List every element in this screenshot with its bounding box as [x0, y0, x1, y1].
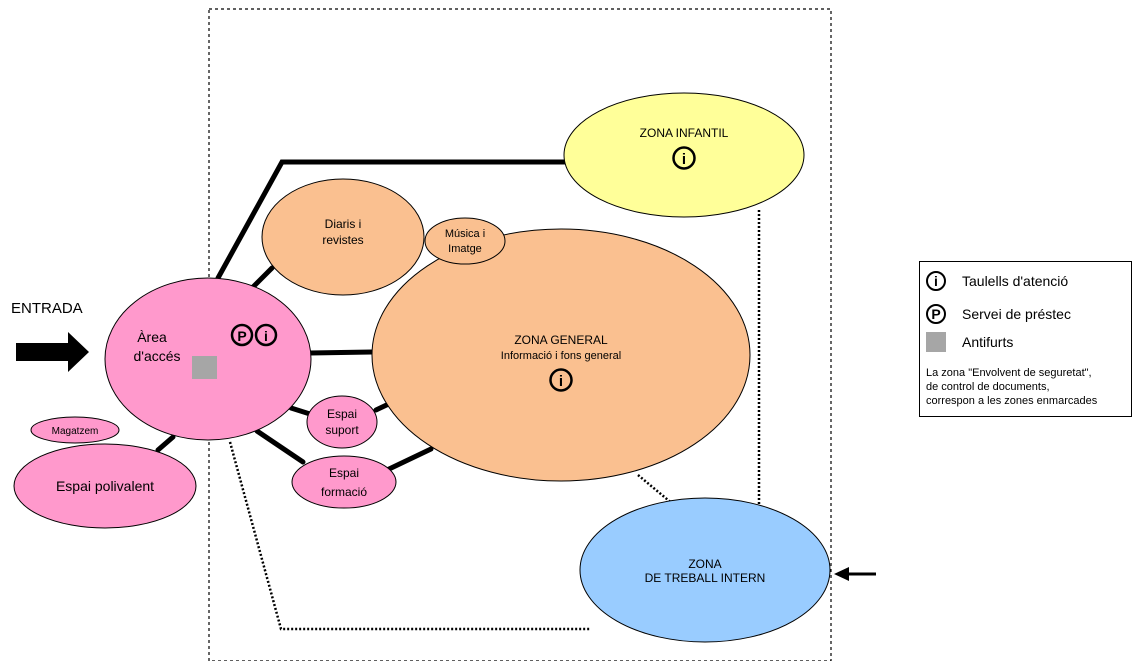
polivalent-label: Espai polivalent: [56, 478, 154, 494]
info-icon-glyph: i: [682, 151, 686, 168]
legend-row-antitheft: Antifurts: [926, 331, 1013, 353]
info-icon-glyph: i: [559, 373, 563, 390]
espai-suport-node: Espai suport: [306, 395, 378, 449]
espai-formacio-ellipse: [291, 455, 397, 509]
espai-formacio-node: Espai formació: [291, 455, 397, 509]
line-acces-diaris: [249, 265, 275, 291]
zona-general-ellipse: [371, 228, 751, 482]
line-acces-infantil: [215, 159, 571, 281]
line-acces-general: [307, 349, 375, 356]
line-acces-formacio: [254, 428, 306, 465]
legend-note: La zona "Envolvent de seguretat", de con…: [926, 366, 1131, 408]
area-acces-line1: Àrea: [137, 329, 167, 345]
dotted-acces-intern: [228, 441, 590, 631]
legend-note-line2: de control de documents,: [926, 381, 1050, 393]
loan-icon: P: [926, 304, 946, 324]
line-formacio-general: [384, 446, 434, 473]
musica-imatge-ellipse: [424, 217, 506, 265]
legend-label-info: Taulells d'atenció: [962, 273, 1069, 289]
legend-note-line1: La zona "Envolvent de seguretat",: [926, 367, 1092, 379]
diaris-label-line2: revistes: [322, 233, 363, 247]
legend-label-loan: Servei de préstec: [962, 306, 1071, 322]
loan-icon-glyph: P: [237, 328, 246, 344]
entrance-arrow-icon: [16, 332, 89, 372]
info-icon: [672, 146, 696, 170]
zona-infantil-node: ZONA INFANTIL i: [563, 92, 805, 218]
suport-label-line2: suport: [325, 423, 359, 437]
musica-label-line1: Música i: [445, 228, 485, 240]
intern-label-line1: ZONA: [688, 557, 721, 571]
magatzem-node: Magatzem: [30, 416, 120, 444]
suport-label-line1: Espai: [327, 407, 357, 421]
formacio-label-line1: Espai: [329, 466, 359, 480]
formacio-label-line2: formació: [321, 485, 367, 499]
legend-row-info: i Taulells d'atenció: [926, 270, 1068, 292]
zona-general-line2: Informació i fons general: [501, 350, 621, 362]
diaris-revistes-ellipse: [261, 178, 425, 296]
area-acces-node: Àrea d'accés P i: [104, 277, 312, 441]
info-icon-glyph: i: [264, 328, 268, 344]
zona-general-node: ZONA GENERAL Informació i fons general i: [371, 228, 751, 482]
loan-icon: [230, 323, 254, 347]
zona-treball-intern-node: ZONA DE TREBALL INTERN: [579, 497, 831, 643]
line-acces-suport: [288, 405, 313, 417]
antitheft-square: [926, 332, 946, 352]
entrance-label: ENTRADA: [11, 300, 83, 317]
musica-label-line2: Imatge: [448, 243, 482, 255]
intern-label-line2: DE TREBALL INTERN: [645, 571, 766, 585]
zona-general-line1: ZONA GENERAL: [514, 333, 608, 347]
espai-polivalent-ellipse: [13, 443, 197, 529]
area-acces-line2: d'accés: [133, 348, 180, 364]
diaris-label-line1: Diaris i: [325, 217, 362, 231]
legend-note-line3: correspon a les zones enmarcades: [926, 395, 1098, 407]
zona-infantil-ellipse: [563, 92, 805, 218]
legend-row-loan: P Servei de préstec: [926, 303, 1071, 325]
diaris-revistes-node: Diaris i revistes: [261, 178, 425, 296]
zona-infantil-title: ZONA INFANTIL: [640, 126, 729, 140]
legend: i Taulells d'atenció P Servei de préstec…: [919, 261, 1132, 417]
espai-suport-ellipse: [306, 395, 378, 449]
info-icon: [254, 323, 278, 347]
legend-label-antitheft: Antifurts: [962, 334, 1014, 350]
magatzem-label: Magatzem: [52, 426, 99, 437]
espai-polivalent-node: Espai polivalent: [13, 443, 197, 529]
zona-treball-intern-ellipse: [579, 497, 831, 643]
musica-imatge-node: Música i Imatge: [424, 217, 506, 265]
info-icon: i: [926, 271, 946, 291]
magatzem-ellipse: [30, 416, 120, 444]
antitheft-square: [192, 356, 217, 379]
staff-entrance-arrow-icon: [834, 567, 876, 581]
connections: [155, 159, 571, 473]
info-icon: [549, 368, 573, 392]
line-acces-polivalent: [155, 434, 176, 453]
